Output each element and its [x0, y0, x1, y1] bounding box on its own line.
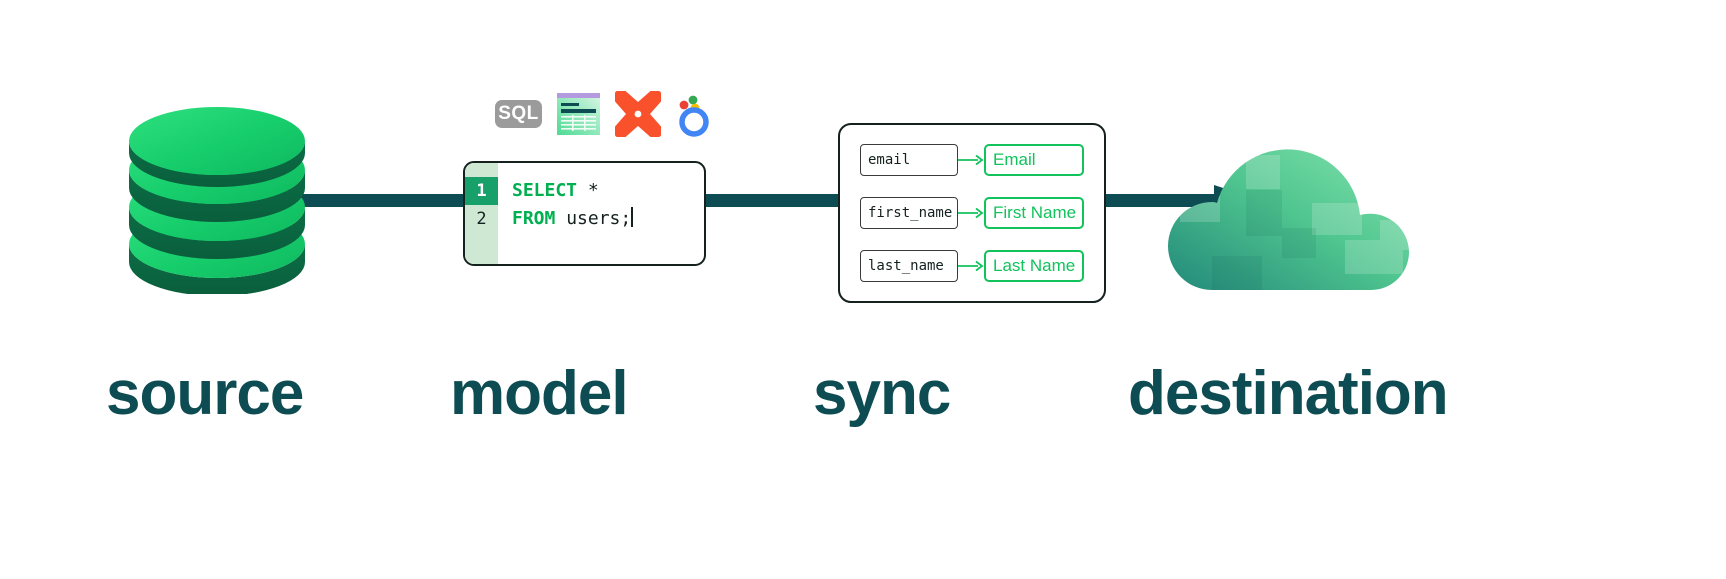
- sql-keyword-from: FROM: [512, 208, 556, 229]
- map-arrow-icon: [958, 207, 984, 219]
- source-field-label: first_name: [868, 205, 953, 221]
- destination-field-input[interactable]: First Name: [984, 197, 1084, 229]
- source-field-label: last_name: [868, 258, 944, 274]
- sql-code-line-2: FROM users;: [512, 205, 704, 233]
- stage-label-sync: sync: [813, 359, 951, 428]
- source-field-input[interactable]: email: [860, 144, 958, 176]
- red-x-tool-icon: [615, 91, 661, 137]
- destination-field-input[interactable]: Last Name: [984, 250, 1084, 282]
- map-arrow-icon: [958, 260, 984, 272]
- stage-label-destination: destination: [1128, 359, 1449, 428]
- connector-model-to-sync: [700, 194, 848, 207]
- line-number-2: 2: [476, 209, 487, 229]
- sql-badge-icon: SQL: [495, 100, 542, 128]
- looker-icon: [679, 95, 709, 137]
- model-tool-icons: SQL: [495, 91, 713, 137]
- destination-field-label: First Name: [993, 203, 1077, 222]
- line-number-1: 1: [465, 177, 498, 205]
- mapping-row: email Email: [860, 143, 1084, 177]
- source-field-input[interactable]: last_name: [860, 250, 958, 282]
- mapping-row: first_name First Name: [860, 196, 1084, 230]
- sql-keyword-select: SELECT: [512, 180, 578, 201]
- sync-mapping-card: email Email first_name First Name: [838, 123, 1106, 303]
- connector-sync-to-destination: [1098, 194, 1226, 207]
- connector-source-to-model: [290, 194, 470, 207]
- database-cylinder-icon: [129, 107, 305, 294]
- destination-field-label: Email: [993, 150, 1036, 169]
- source-field-input[interactable]: first_name: [860, 197, 958, 229]
- spreadsheet-icon: [557, 92, 600, 135]
- stage-label-source: source: [106, 359, 304, 428]
- source-field-label: email: [868, 152, 911, 168]
- sql-editor-card[interactable]: 1 2 SELECT *FROM users;: [463, 161, 706, 266]
- sql-editor-code[interactable]: SELECT *FROM users;: [498, 163, 704, 264]
- map-arrow-icon: [958, 154, 984, 166]
- destination-field-input[interactable]: Email: [984, 144, 1084, 176]
- sql-line-1-rest: *: [577, 180, 599, 201]
- sql-editor-gutter: 1 2: [465, 163, 498, 264]
- stage-label-model: model: [450, 359, 629, 428]
- destination-field-label: Last Name: [993, 256, 1076, 275]
- text-caret: [631, 207, 634, 227]
- sql-badge-label: SQL: [498, 103, 539, 124]
- sql-code-line-1: SELECT *: [512, 177, 704, 205]
- cloud-icon: [1168, 149, 1409, 290]
- sql-line-2-rest: users;: [555, 208, 632, 229]
- mapping-row: last_name Last Name: [860, 249, 1084, 283]
